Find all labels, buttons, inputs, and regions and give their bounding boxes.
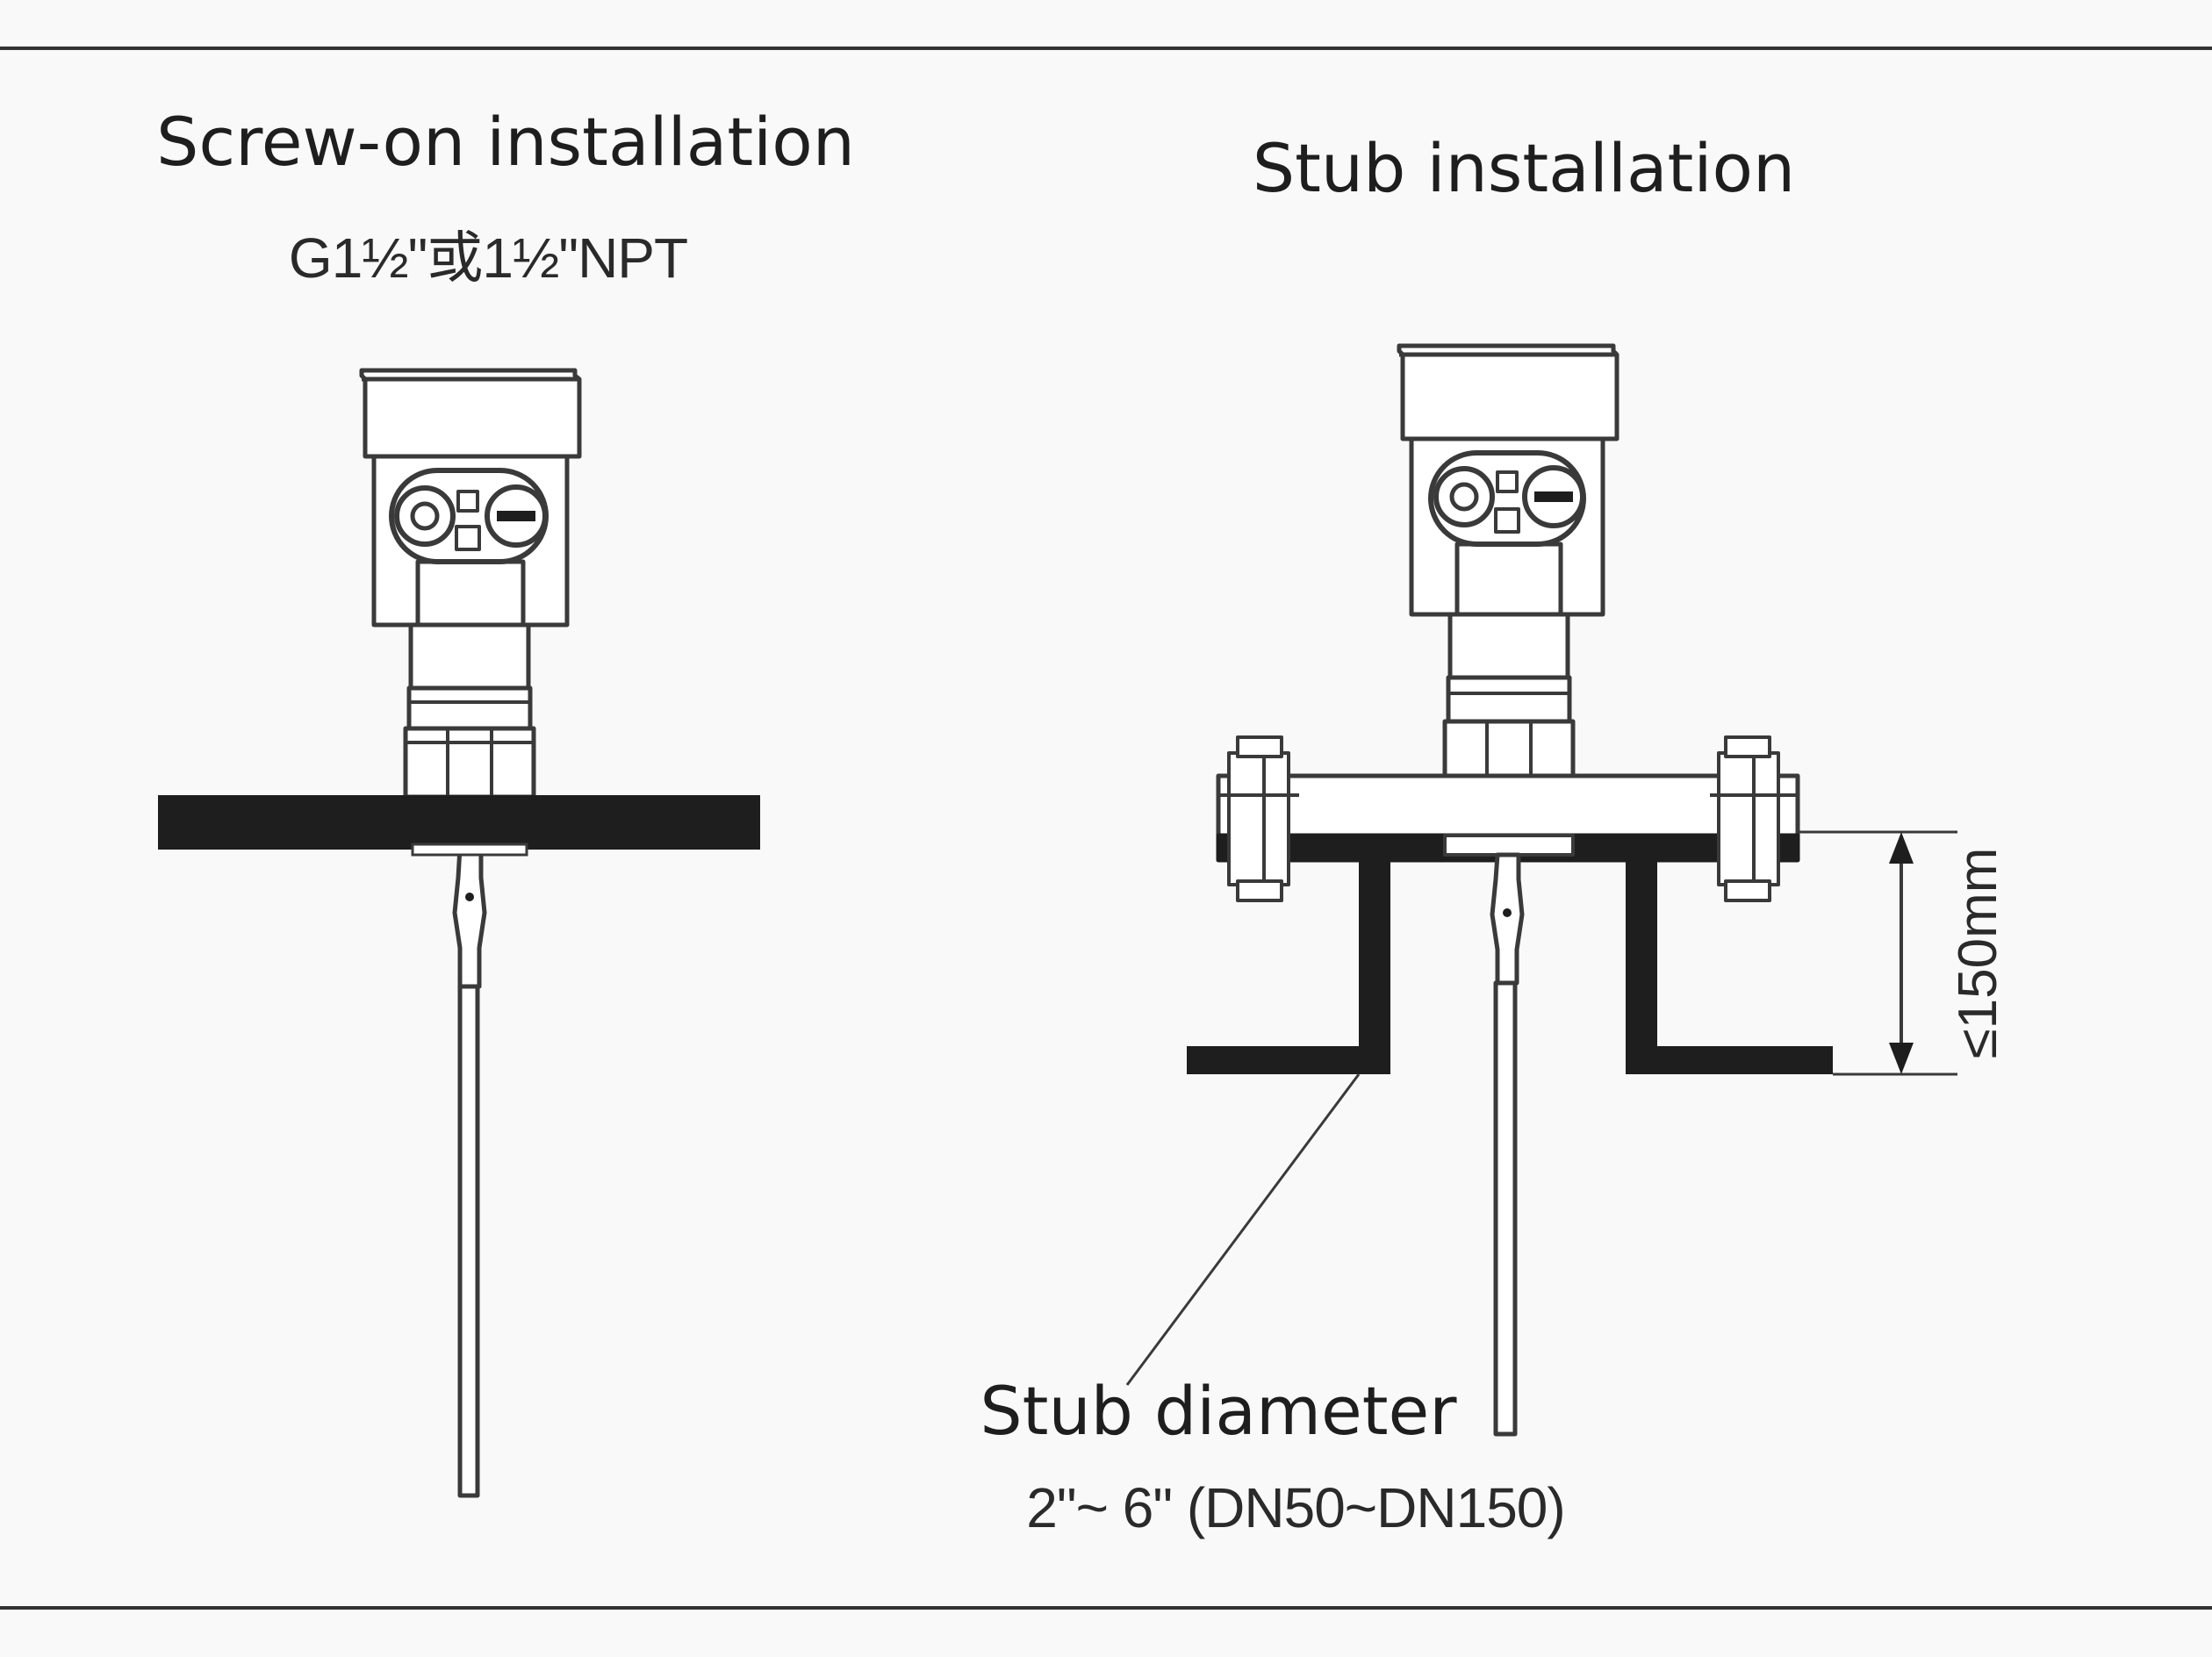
stub-title: Stub installation <box>1253 129 1795 207</box>
stub-nozzle <box>1187 836 1833 1074</box>
knob-right-icon <box>1522 465 1585 528</box>
screw-on-transmitter <box>359 368 582 1498</box>
stub-left-wall <box>1359 836 1390 1074</box>
probe-pin <box>465 893 474 901</box>
arrow-down-icon <box>1889 1043 1914 1074</box>
probe-weight <box>452 845 487 989</box>
housing-neck <box>415 559 526 628</box>
stub-transmitter <box>1216 343 1800 1437</box>
stub-right-wall <box>1626 836 1657 1074</box>
thread-spec-label: G1½"或1½"NPT <box>289 226 687 290</box>
left-bolt-icon <box>1218 735 1299 902</box>
screw-on-title: Screw-on installation <box>156 103 855 181</box>
knob-left-icon <box>394 485 456 547</box>
stub-leader-line <box>1125 1073 1361 1386</box>
probe-weight <box>1490 852 1525 986</box>
housing-neck <box>1454 542 1563 617</box>
adapter-lower <box>406 685 533 731</box>
housing-cap <box>359 368 582 459</box>
indicator-lamp <box>456 490 479 513</box>
hex-nut <box>403 726 536 800</box>
knob-right-icon <box>485 484 548 548</box>
adapter-lower <box>1446 675 1572 724</box>
stub-left-tank-roof <box>1187 1046 1390 1074</box>
tank-top-plate <box>158 795 760 850</box>
probe-pin <box>1503 908 1512 917</box>
right-bolt-icon <box>1710 735 1798 902</box>
plate-thread-hole <box>411 843 528 857</box>
arrow-up-icon <box>1889 832 1914 864</box>
stub-diameter-range: 2"~ 6" (DN50~DN150) <box>1026 1476 1564 1539</box>
indicator-switch <box>1494 507 1520 534</box>
adapter-upper <box>408 622 531 691</box>
adapter-upper <box>1447 612 1570 680</box>
knob-left-icon <box>1433 466 1495 527</box>
height-dimension <box>1798 830 1957 1076</box>
indicator-switch <box>455 525 481 551</box>
stub-right-tank-roof <box>1626 1046 1833 1074</box>
housing-cap <box>1397 343 1620 441</box>
probe-rod <box>457 984 480 1498</box>
height-limit-label: ≤150mm <box>1948 848 2008 1059</box>
hex-nut <box>1442 719 1576 778</box>
indicator-lamp <box>1496 470 1519 493</box>
probe-rod <box>1493 980 1518 1437</box>
flange-center-boss <box>1443 834 1575 857</box>
flange-plate <box>1216 773 1800 838</box>
stub-diameter-label: Stub diameter <box>980 1372 1457 1450</box>
